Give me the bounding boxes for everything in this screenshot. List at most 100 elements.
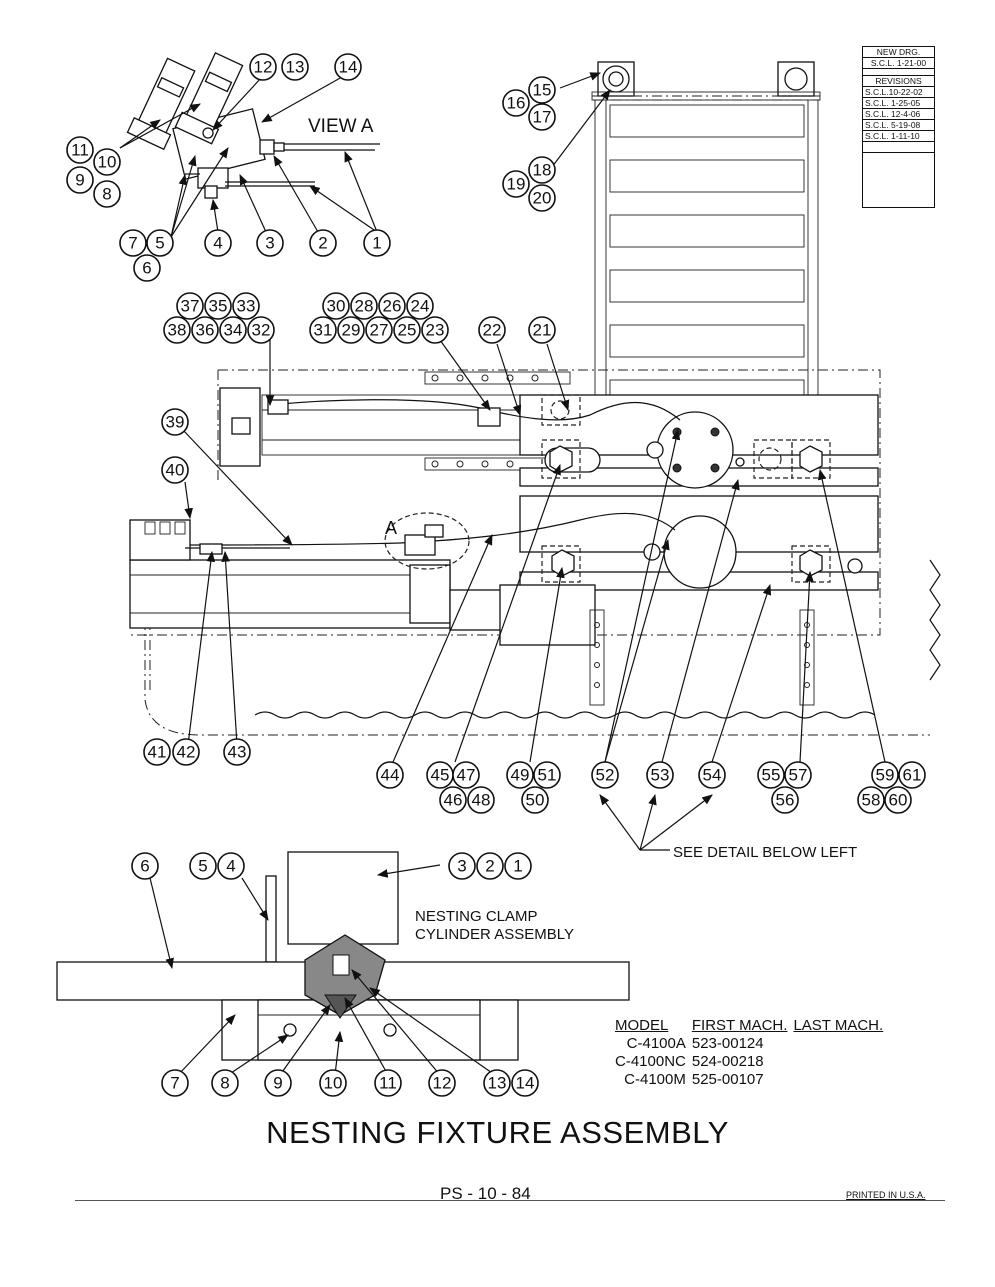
callout: 2 <box>476 852 504 880</box>
svg-text:5: 5 <box>155 234 164 253</box>
svg-text:27: 27 <box>370 321 389 340</box>
svg-text:16: 16 <box>507 94 526 113</box>
rev-entry: S.C.L.10-22-02 <box>863 87 934 98</box>
callout: 39 <box>161 408 189 436</box>
table-row: C-4100A 523-00124 <box>612 1035 886 1053</box>
callout: 4 <box>204 229 232 257</box>
svg-text:6: 6 <box>142 259 151 278</box>
callout: 42 <box>172 738 200 766</box>
callout: 10 <box>93 148 121 176</box>
footer-divider <box>75 1200 945 1201</box>
svg-text:11: 11 <box>379 1074 397 1093</box>
svg-text:43: 43 <box>228 743 247 762</box>
svg-text:25: 25 <box>398 321 417 340</box>
svg-text:7: 7 <box>170 1074 179 1093</box>
detail-marker-a: A <box>385 518 397 538</box>
detail-label-line2: CYLINDER ASSEMBLY <box>415 926 574 943</box>
svg-text:35: 35 <box>209 297 228 316</box>
svg-text:11: 11 <box>71 141 89 160</box>
model-table: MODEL FIRST MACH. LAST MACH. C-4100A 523… <box>612 1017 886 1089</box>
callout: 26 <box>378 292 406 320</box>
svg-text:26: 26 <box>383 297 402 316</box>
callout: 33 <box>232 292 260 320</box>
callout: 22 <box>478 316 506 344</box>
rev-header: NEW DRG. <box>863 47 934 58</box>
callout: 14 <box>334 53 362 81</box>
callout: 49 <box>506 761 534 789</box>
callout: 11 <box>374 1069 402 1097</box>
callout: 18 <box>528 156 556 184</box>
callout: 58 <box>857 786 885 814</box>
callout: 12 <box>428 1069 456 1097</box>
svg-text:47: 47 <box>457 766 476 785</box>
callout: 38 <box>163 316 191 344</box>
svg-text:39: 39 <box>166 413 185 432</box>
table-row: C-4100NC 524-00218 <box>612 1053 886 1071</box>
svg-text:4: 4 <box>213 234 222 253</box>
callout: 19 <box>502 170 530 198</box>
first-mach-cell: 525-00107 <box>691 1071 764 1088</box>
svg-text:45: 45 <box>431 766 450 785</box>
table-row: C-4100M 525-00107 <box>612 1071 886 1089</box>
view-a-label: VIEW A <box>308 116 374 137</box>
svg-text:1: 1 <box>372 234 381 253</box>
last-mach-cell <box>790 1053 886 1071</box>
svg-text:60: 60 <box>889 791 908 810</box>
last-mach-cell <box>790 1071 886 1089</box>
svg-text:5: 5 <box>198 857 207 876</box>
svg-text:32: 32 <box>252 321 271 340</box>
svg-text:6: 6 <box>140 857 149 876</box>
callout: 45 <box>426 761 454 789</box>
see-detail-note: SEE DETAIL BELOW LEFT <box>673 844 857 861</box>
callout: 5 <box>146 229 174 257</box>
callout: 48 <box>467 786 495 814</box>
printed-note: PRINTED IN U.S.A. <box>846 1190 926 1200</box>
svg-text:57: 57 <box>789 766 808 785</box>
callout: 23 <box>421 316 449 344</box>
callout: 10 <box>319 1069 347 1097</box>
callout: 53 <box>646 761 674 789</box>
callout: 7 <box>119 229 147 257</box>
callout: 6 <box>133 254 161 282</box>
svg-text:9: 9 <box>273 1074 282 1093</box>
callout: 24 <box>406 292 434 320</box>
callout: 20 <box>528 184 556 212</box>
callout: 32 <box>247 316 275 344</box>
callout: 17 <box>528 103 556 131</box>
callout: 30 <box>322 292 350 320</box>
callout: 50 <box>521 786 549 814</box>
callout: 14 <box>511 1069 539 1097</box>
svg-text:36: 36 <box>196 321 215 340</box>
callout: 3 <box>448 852 476 880</box>
callout: 29 <box>337 316 365 344</box>
svg-text:2: 2 <box>485 857 494 876</box>
rev-original: S.C.L. 1-21-00 <box>863 58 934 69</box>
callout: 5 <box>189 852 217 880</box>
svg-text:14: 14 <box>339 58 358 77</box>
svg-text:50: 50 <box>526 791 545 810</box>
rev-entry: S.C.L. 1-11-10 <box>863 131 934 142</box>
col-first-mach: FIRST MACH. <box>691 1017 788 1034</box>
first-mach-cell: 524-00218 <box>691 1053 764 1070</box>
svg-text:58: 58 <box>862 791 881 810</box>
svg-text:59: 59 <box>876 766 895 785</box>
callout: 2 <box>309 229 337 257</box>
callout: 8 <box>93 180 121 208</box>
svg-text:33: 33 <box>237 297 256 316</box>
svg-text:38: 38 <box>168 321 187 340</box>
svg-text:12: 12 <box>433 1074 452 1093</box>
svg-text:10: 10 <box>98 153 117 172</box>
callout: 3 <box>256 229 284 257</box>
callout: 13 <box>483 1069 511 1097</box>
callout: 25 <box>393 316 421 344</box>
callout: 7 <box>161 1069 189 1097</box>
svg-text:37: 37 <box>181 297 200 316</box>
svg-text:9: 9 <box>75 171 84 190</box>
callout: 11 <box>66 136 94 164</box>
svg-text:1: 1 <box>513 857 522 876</box>
svg-text:31: 31 <box>314 321 333 340</box>
svg-text:61: 61 <box>903 766 922 785</box>
svg-text:28: 28 <box>355 297 374 316</box>
callout: 57 <box>784 761 812 789</box>
